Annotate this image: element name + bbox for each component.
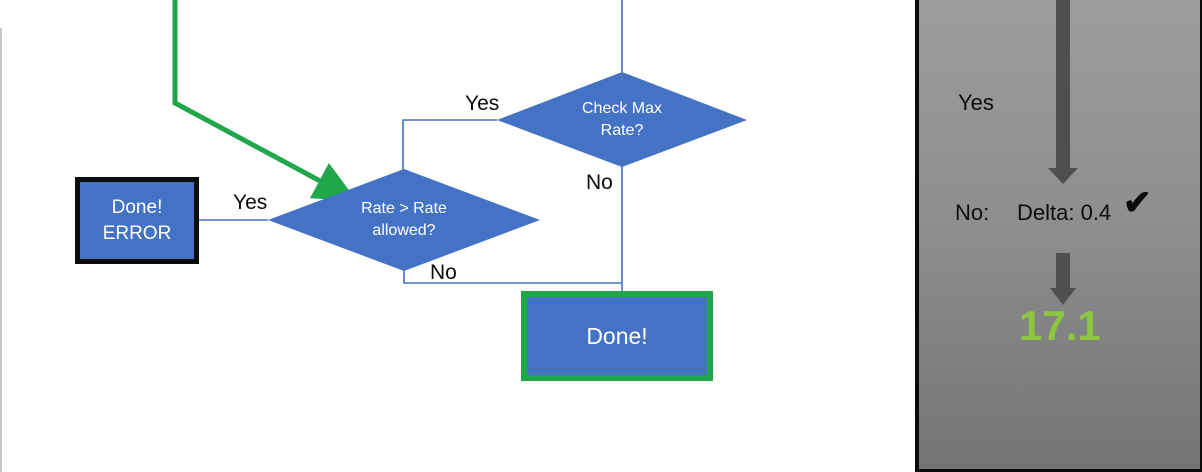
terminator-done-label: Done! xyxy=(586,322,648,349)
panel-yes-label: Yes xyxy=(958,90,994,115)
connector-check-max-yes xyxy=(402,119,497,170)
side-panel: Yes No: Delta: 0.4 ✔ 17.1 xyxy=(915,0,1202,472)
down-arrow-top-head-icon xyxy=(1048,168,1078,184)
terminator-done-box: Done! xyxy=(521,291,713,381)
branch-label-check-max-yes: Yes xyxy=(465,92,500,115)
terminator-done-error-line2: ERROR xyxy=(102,222,172,244)
decision-diamond-check-max-rate xyxy=(497,72,747,167)
green-flow-arrow xyxy=(172,0,357,201)
branch-label-check-max-no: No xyxy=(586,171,613,194)
down-arrow-bottom-head-icon xyxy=(1050,288,1076,305)
branch-label-rate-allowed-yes: Yes xyxy=(233,191,268,214)
panel-no-label: No: xyxy=(955,200,990,225)
terminator-done-error-line1: Done! xyxy=(111,196,163,218)
decision-diamond-rate-allowed xyxy=(268,169,540,271)
branch-label-rate-allowed-no: No xyxy=(430,261,457,284)
down-arrow-bottom-bar xyxy=(1056,253,1070,288)
checkmark-icon: ✔ xyxy=(1123,184,1152,222)
connector-rate-allowed-no xyxy=(403,270,621,284)
decision-rate-allowed-label: Rate > Rate allowed? xyxy=(361,200,447,239)
panel-delta-value: Delta: 0.4 xyxy=(1017,200,1112,225)
decision-check-max-rate-label: Check Max Rate? xyxy=(581,100,663,139)
slide-left-edge-line xyxy=(0,28,2,472)
down-arrow-top-bar xyxy=(1056,0,1070,168)
result-value: 17.1 xyxy=(1019,302,1101,349)
terminator-done-error-box: Done! ERROR xyxy=(75,177,199,264)
